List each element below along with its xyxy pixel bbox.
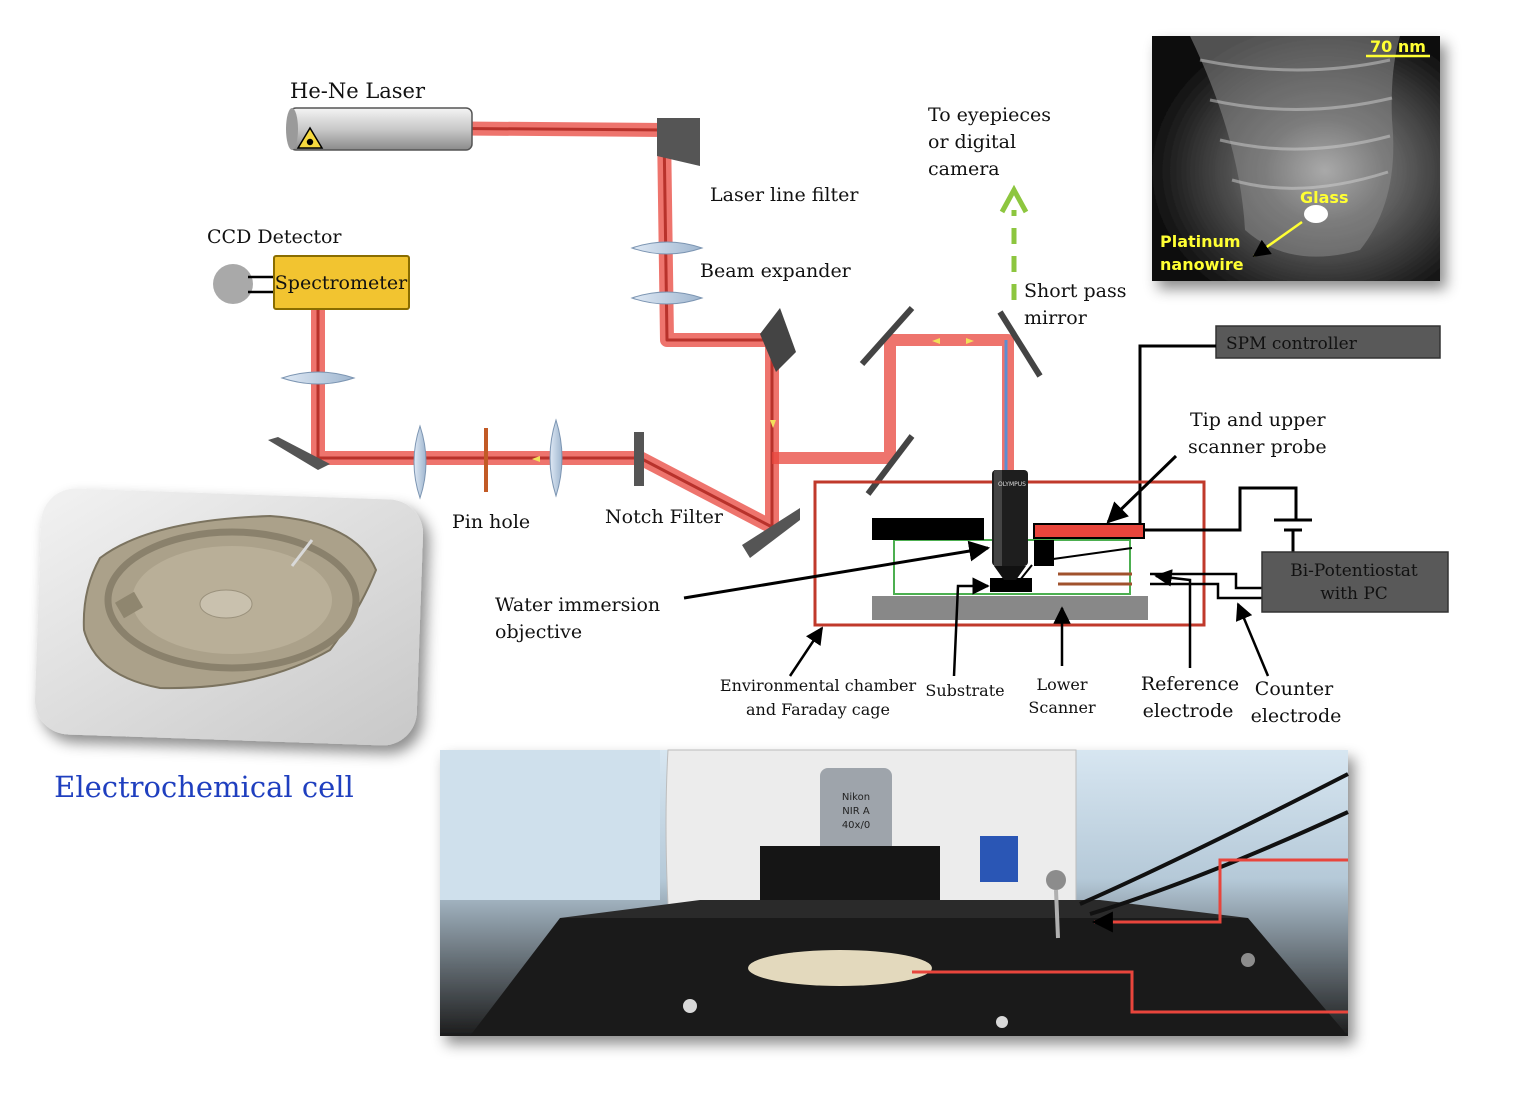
pin-hole xyxy=(484,428,488,492)
mirror xyxy=(657,118,700,166)
sem-tip-shape xyxy=(1190,36,1400,257)
counter-label-line2: electrode xyxy=(1251,705,1342,727)
beam-direction-arrow xyxy=(966,338,974,344)
eyepieces-label-line2: or digital xyxy=(928,131,1016,153)
mirror xyxy=(742,508,800,558)
reference-label-line2: electrode xyxy=(1143,700,1234,722)
potentiostat-label-line1: Bi-Potentiostat xyxy=(1290,561,1418,581)
ccd-detector: CCD Detector xyxy=(207,226,342,304)
laser-label: He-Ne Laser xyxy=(290,79,426,103)
env-label-line1: Environmental chamber xyxy=(720,676,917,695)
laser-beam-path xyxy=(311,121,1014,534)
substrate-callout-arrow xyxy=(952,577,990,677)
objective-brand: OLYMPUS xyxy=(998,481,1026,488)
spectrometer-box xyxy=(273,255,410,310)
beam-expander-lens xyxy=(630,241,704,255)
spm-controller-box xyxy=(1215,325,1441,359)
bi-potentiostat: Bi-Potentiostat with PC xyxy=(1261,551,1449,613)
notch-filter-label: Notch Filter xyxy=(605,506,724,528)
water-label-line2: objective xyxy=(495,621,582,643)
env-label-line2: and Faraday cage xyxy=(746,700,890,719)
laser-warning-icon xyxy=(296,126,324,149)
tip-label-line2: scanner probe xyxy=(1188,436,1327,458)
sem-pointer-arrow xyxy=(1252,220,1303,258)
laser-line-filter-label: Laser line filter xyxy=(710,184,859,206)
photo-cell-pointer xyxy=(912,970,1348,1014)
objective-callout-arrow xyxy=(683,540,991,600)
beam-direction-arrow xyxy=(770,420,776,428)
beam-direction-arrow xyxy=(932,338,940,344)
scale-label: 70 nm xyxy=(1370,37,1426,56)
tip-callout-arrow xyxy=(1106,454,1178,524)
lower-scanner-block xyxy=(872,596,1148,620)
mirror xyxy=(760,308,796,372)
upper-scanner-probe xyxy=(1033,523,1145,539)
laser-beam-to-objective xyxy=(772,334,1014,470)
tip-label-line1: Tip and upper xyxy=(1190,409,1327,431)
potentiostat-box xyxy=(1261,551,1449,613)
substrate-block xyxy=(990,578,1032,592)
photo-objective-text-2: NIR A xyxy=(842,806,870,817)
instrument-badge xyxy=(980,836,1018,882)
lower-scanner-label-line2: Scanner xyxy=(1028,698,1096,717)
controller-cable xyxy=(1138,344,1216,532)
platinum-label-line2: nanowire xyxy=(1160,255,1244,274)
glass-label: Glass xyxy=(1300,188,1348,207)
chamber-callout-arrow xyxy=(788,626,824,677)
instrument-photo-content: Nikon NIR A 40x/0 xyxy=(440,749,1349,1036)
spm-controller: SPM controller xyxy=(1215,325,1441,359)
tip-holder xyxy=(1034,540,1054,566)
focusing-lens xyxy=(280,371,356,385)
eyepieces-label-line3: camera xyxy=(928,158,1000,180)
mirror xyxy=(865,434,915,496)
spectrometer-label: Spectrometer xyxy=(275,272,408,294)
reference-callout-arrow xyxy=(1154,569,1192,668)
short-pass-mirror xyxy=(997,310,1043,378)
platinum-label-line1: Platinum xyxy=(1160,232,1241,251)
substrate-label: Substrate xyxy=(925,681,1004,700)
beam-expander-lens xyxy=(630,291,704,305)
laser-beam xyxy=(311,121,779,534)
spm-controller-label: SPM controller xyxy=(1226,334,1358,354)
short-pass-label-line1: Short pass xyxy=(1024,280,1126,302)
reference-label-line1: Reference xyxy=(1141,673,1239,695)
tip-needle xyxy=(1019,564,1033,581)
glass-core xyxy=(1304,205,1328,223)
beam-direction-arrow xyxy=(532,456,540,462)
photo-cell xyxy=(748,950,932,986)
mirror xyxy=(859,306,915,366)
electrochemical-cell-caption: Electrochemical cell xyxy=(54,770,354,804)
camera-path-arrow-icon xyxy=(999,184,1029,214)
laser-beam-core xyxy=(316,126,774,529)
beam-expander-label: Beam expander xyxy=(700,260,852,282)
upper-stage-block xyxy=(872,518,984,540)
spectrometer: Spectrometer xyxy=(273,255,410,310)
counter-callout-arrow xyxy=(1235,602,1270,677)
pin-hole-label: Pin hole xyxy=(452,511,530,533)
short-pass-label-line2: mirror xyxy=(1024,307,1088,329)
photo-objective-text-1: Nikon xyxy=(842,792,870,803)
potentiostat-label-line2: with PC xyxy=(1320,584,1388,604)
eyepieces-label-line1: To eyepieces xyxy=(928,104,1051,126)
confocal-lens xyxy=(413,424,427,500)
electrochemical-cell-device xyxy=(82,514,378,690)
notch-filter xyxy=(634,432,644,486)
confocal-lens xyxy=(549,418,563,498)
water-immersion-objective: OLYMPUS xyxy=(992,470,1028,580)
mirror xyxy=(268,437,330,470)
he-ne-laser: He-Ne Laser xyxy=(286,79,473,151)
ccd-detector-label: CCD Detector xyxy=(207,226,342,248)
counter-label-line1: Counter xyxy=(1255,678,1334,700)
photo-tip-pointer xyxy=(1091,858,1348,933)
lower-scanner-label-line1: Lower xyxy=(1036,675,1087,694)
photo-objective-text-3: 40x/0 xyxy=(842,820,870,831)
water-label-line1: Water immersion xyxy=(495,594,660,616)
